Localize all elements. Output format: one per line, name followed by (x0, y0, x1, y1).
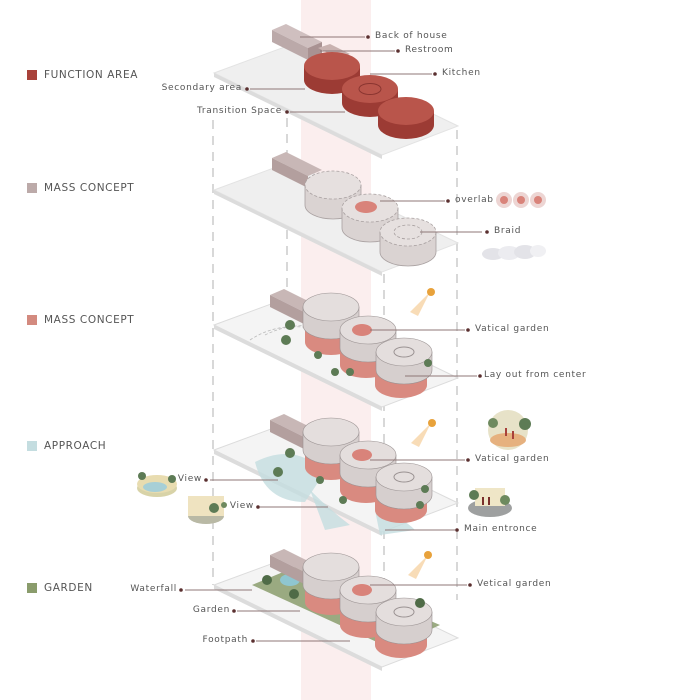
view-icon-2 (188, 496, 227, 524)
leader-dots (179, 35, 489, 643)
trees (281, 320, 432, 376)
mass-block (272, 152, 322, 188)
leader-lines (185, 36, 482, 642)
swatch-icon (27, 315, 37, 325)
site-building (270, 289, 433, 398)
braid-icon (482, 245, 546, 260)
kitchen-cylinders (304, 52, 434, 139)
main-entrance-icon (468, 488, 512, 517)
label-main-entrance: Main entronce (464, 524, 538, 534)
legend-approach: APPROACH (27, 440, 106, 452)
swatch-icon (27, 183, 37, 193)
legend-garden: GARDEN (27, 582, 93, 594)
label-secondary-area: Secondary area (161, 83, 242, 93)
legend-label: APPROACH (44, 440, 107, 452)
braid-cylinders (304, 170, 437, 267)
layer-function-area (212, 24, 460, 159)
legend-mass-concept-1: MASS CONCEPT (27, 182, 134, 194)
label-vertical-garden: Vatical garden (475, 454, 550, 464)
approach-building (270, 414, 433, 523)
label-view: View (177, 474, 202, 484)
sun-icon (411, 419, 436, 447)
label-kitchen: Kitchen (442, 68, 481, 78)
label-braid: Braid (494, 226, 522, 236)
label-footpath: Footpath (202, 635, 248, 645)
legend-function-area: FUNCTION AREA (27, 69, 138, 81)
legend-label: MASS CONCEPT (44, 314, 135, 326)
view-icon-1 (137, 472, 177, 497)
legend-label: MASS CONCEPT (44, 182, 135, 194)
layer-mass-concept-braid (212, 152, 546, 276)
label-restroom: Restroom (405, 45, 454, 55)
layer-mass-concept-site (212, 288, 460, 411)
label-layout-from-center: Lay out from center (484, 370, 587, 380)
label-waterfall: Waterfall (130, 584, 177, 594)
label-garden: Garden (192, 605, 230, 615)
garden-building (270, 549, 433, 658)
vertical-garden-icon (488, 410, 531, 450)
label-back-of-house: Back of house (375, 31, 448, 41)
trees (273, 448, 429, 509)
label-overlab: overlab (455, 195, 494, 205)
overlab-icon (496, 192, 546, 208)
legend-label: FUNCTION AREA (44, 69, 138, 81)
legend-label: GARDEN (44, 582, 93, 594)
label-vertical-garden: Vetical garden (477, 579, 552, 589)
layer-garden (212, 549, 460, 671)
swatch-icon (27, 441, 37, 451)
swatch-icon (27, 70, 37, 80)
sun-icon (410, 288, 435, 316)
swatch-icon (27, 583, 37, 593)
label-vertical-garden: Vatical garden (475, 324, 550, 334)
layer-approach (137, 410, 531, 536)
sun-icon (408, 551, 432, 579)
trees (262, 575, 425, 608)
legend-mass-concept-2: MASS CONCEPT (27, 314, 134, 326)
label-view: View (229, 501, 254, 511)
label-transition-space: Transition Space (196, 106, 282, 116)
